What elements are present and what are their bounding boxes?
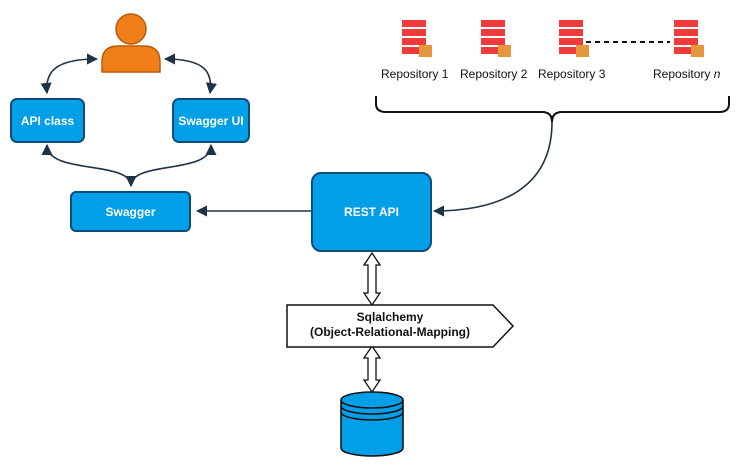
orm-label-line1: Sqlalchemy bbox=[356, 310, 424, 324]
swagger-label: Swagger bbox=[105, 204, 156, 219]
repository-2-label: Repository 2 bbox=[460, 67, 528, 81]
swagger-ui-label: Swagger UI bbox=[178, 113, 244, 128]
repository-2-icon bbox=[481, 20, 511, 57]
api-class-node: API class bbox=[10, 98, 85, 143]
restapi-orm-double-arrow bbox=[362, 251, 382, 307]
user-apiclass-connector bbox=[40, 53, 99, 95]
repository-3-label: Repository 3 bbox=[538, 67, 606, 81]
orm-database-double-arrow bbox=[362, 344, 382, 394]
swagger-node: Swagger bbox=[70, 191, 191, 232]
swaggerui-swagger-connector bbox=[130, 143, 217, 187]
orm-label-line2: (Object-Relational-Mapping) bbox=[310, 325, 470, 339]
repository-1-label: Repository 1 bbox=[381, 67, 449, 81]
rest-api-label: REST API bbox=[344, 205, 399, 219]
api-class-label: API class bbox=[20, 113, 75, 128]
database-cylinder-icon bbox=[340, 391, 404, 457]
apiclass-swagger-connector bbox=[41, 143, 137, 188]
user-icon bbox=[101, 13, 161, 73]
user-swaggerui-connector bbox=[163, 53, 217, 95]
repositories-brace bbox=[375, 96, 730, 123]
swagger-ui-node: Swagger UI bbox=[172, 98, 250, 143]
repository-3-icon bbox=[559, 20, 589, 57]
orm-shape bbox=[286, 304, 515, 348]
repository-n-label: Repository n bbox=[653, 67, 721, 81]
orm-label: Sqlalchemy (Object-Relational-Mapping) bbox=[287, 310, 493, 340]
repositories-restapi-arrow bbox=[432, 121, 553, 217]
repository-n-icon bbox=[674, 20, 704, 57]
repository-1-icon bbox=[402, 20, 432, 57]
rest-api-node: REST API bbox=[311, 172, 432, 252]
